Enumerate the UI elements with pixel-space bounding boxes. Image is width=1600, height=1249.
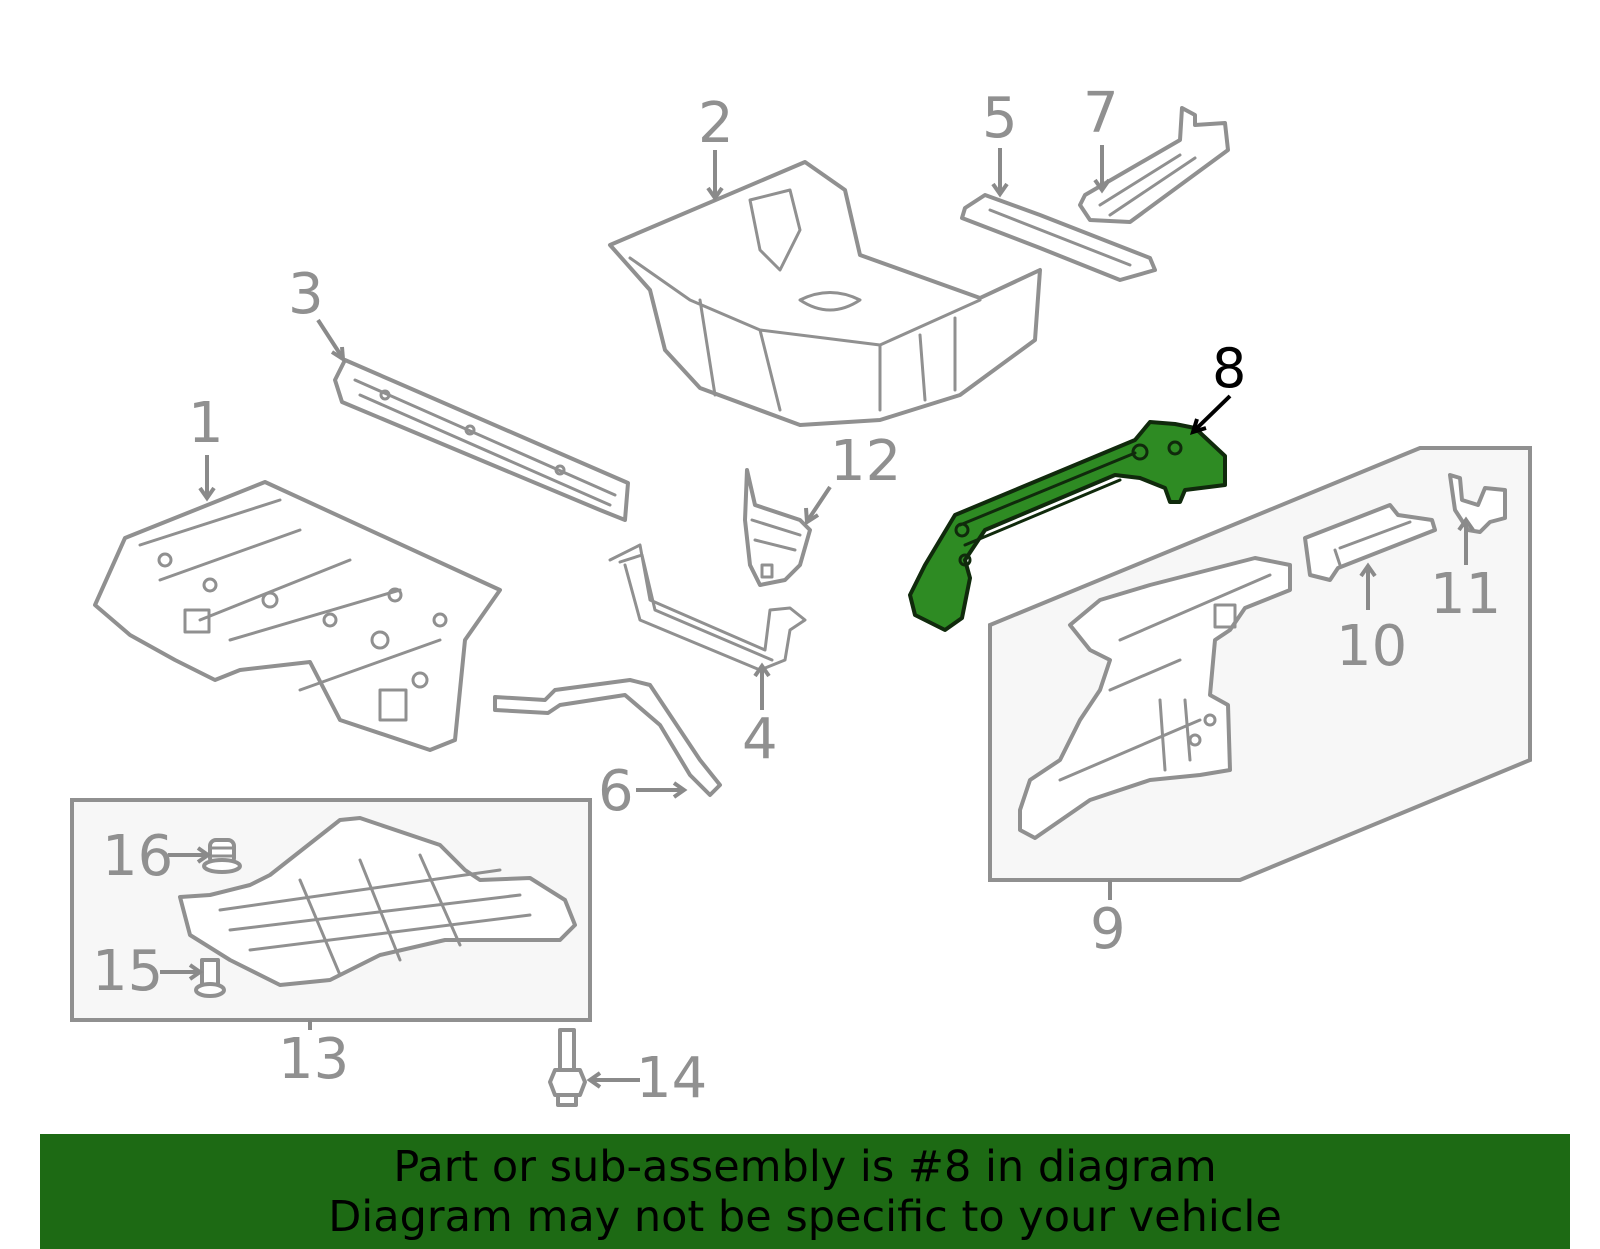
callout-10: 10 [1336,614,1407,679]
part-4-bracket[interactable] [608,543,807,672]
callout-2: 2 [698,91,734,156]
callout-5: 5 [982,86,1018,151]
part-12-bracket[interactable] [743,468,812,587]
callout-4: 4 [742,707,778,772]
callout-7: 7 [1083,81,1119,146]
part-16-grommet[interactable] [202,838,242,874]
info-banner: Part or sub-assembly is #8 in diagram Di… [40,1134,1570,1249]
callout-8: 8 [1212,337,1246,400]
callout-11: 11 [1430,562,1501,627]
callout-15: 15 [92,939,163,1004]
part-7-extension[interactable] [1078,106,1230,224]
callout-13: 13 [278,1027,349,1092]
callout-1: 1 [188,391,224,456]
callout-16: 16 [102,824,173,889]
part-9-side-frame-assembly[interactable] [1018,556,1292,840]
part-15-clip[interactable] [194,958,226,998]
part-6-stay[interactable] [493,678,722,797]
part-1-rear-floor-panel[interactable] [93,480,502,752]
part-3-crossmember[interactable] [333,358,630,522]
leader-arrows [160,145,1475,1089]
callout-14: 14 [636,1046,707,1111]
banner-line-2: Diagram may not be specific to your vehi… [328,1191,1282,1242]
part-10-member[interactable] [1303,503,1437,582]
banner-line-1: Part or sub-assembly is #8 in diagram [393,1141,1217,1192]
part-2-floor-pan[interactable] [608,160,1042,427]
part-8-rear-frame[interactable] [908,420,1227,632]
callout-12: 12 [830,429,901,494]
part-5-reinforcement[interactable] [960,193,1157,282]
part-13-under-cover[interactable] [178,816,577,987]
callout-6: 6 [598,759,634,824]
callout-3: 3 [288,262,324,327]
callout-9: 9 [1090,897,1126,962]
part-14-bolt[interactable] [548,1028,587,1107]
